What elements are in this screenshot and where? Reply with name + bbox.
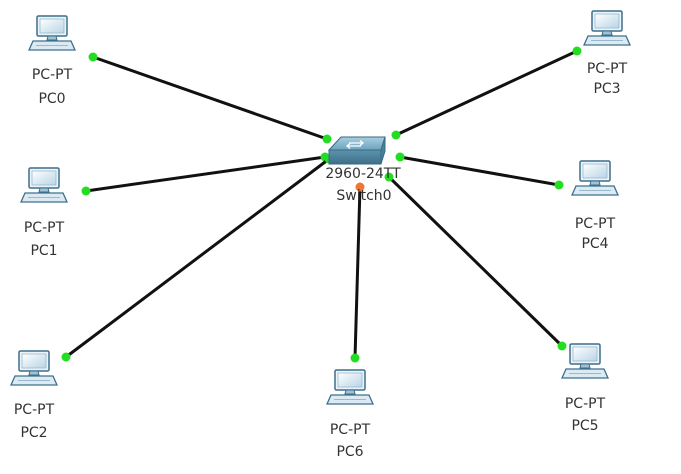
node-pc3[interactable]: PC-PT PC3 xyxy=(583,10,631,97)
link-cable[interactable] xyxy=(353,185,362,360)
pc-icon[interactable] xyxy=(583,10,631,46)
device-model-label: PC-PT xyxy=(565,396,606,412)
device-model-label: PC-PT xyxy=(24,220,65,236)
device-model-label: PC-PT xyxy=(14,402,55,418)
port-status-up-indicator xyxy=(81,186,91,196)
link-cable[interactable] xyxy=(84,155,327,193)
link-cable[interactable] xyxy=(91,55,329,141)
pc-icon[interactable] xyxy=(571,160,619,196)
switch-icon[interactable] xyxy=(328,136,386,165)
port-status-up-indicator xyxy=(391,130,401,140)
node-pc5[interactable]: PC-PT PC5 xyxy=(561,343,609,434)
port-status-up-indicator xyxy=(61,352,71,362)
link-pc0-switch0[interactable] xyxy=(88,52,332,144)
link-pc3-switch0[interactable] xyxy=(391,46,582,140)
device-name-label: PC3 xyxy=(593,81,620,97)
port-status-up-indicator xyxy=(554,180,564,190)
link-pc4-switch0[interactable] xyxy=(395,152,564,190)
pc-icon[interactable] xyxy=(561,343,609,379)
link-cable[interactable] xyxy=(387,175,564,348)
node-pc0[interactable]: PC-PT PC0 xyxy=(28,15,76,107)
device-name-label: PC6 xyxy=(336,444,363,460)
link-pc5-switch0[interactable] xyxy=(384,172,567,351)
device-model-label: PC-PT xyxy=(575,216,616,232)
link-cable[interactable] xyxy=(64,157,331,359)
link-pc1-switch0[interactable] xyxy=(81,152,330,196)
port-status-up-indicator xyxy=(572,46,582,56)
port-status-up-indicator xyxy=(322,134,332,144)
port-status-up-indicator xyxy=(350,353,360,363)
device-name-label: PC0 xyxy=(38,91,65,107)
port-status-up-indicator xyxy=(557,341,567,351)
device-model-label: PC-PT xyxy=(32,67,73,83)
pc-icon[interactable] xyxy=(10,350,58,386)
device-model-label: 2960-24TT xyxy=(325,166,401,182)
device-name-label: PC2 xyxy=(20,425,47,441)
pc-icon[interactable] xyxy=(28,15,76,51)
port-status-up-indicator xyxy=(384,172,394,182)
device-name-label: Switch0 xyxy=(336,188,391,204)
device-name-label: PC5 xyxy=(571,418,598,434)
port-status-up-indicator xyxy=(395,152,405,162)
pc-icon[interactable] xyxy=(326,369,374,405)
device-name-label: PC1 xyxy=(30,243,57,259)
node-switch0[interactable]: 2960-24TT Switch0 xyxy=(325,136,401,204)
node-pc2[interactable]: PC-PT PC2 xyxy=(10,350,58,441)
node-pc1[interactable]: PC-PT PC1 xyxy=(20,167,68,259)
node-pc6[interactable]: PC-PT PC6 xyxy=(326,369,374,460)
device-model-label: PC-PT xyxy=(330,422,371,438)
link-pc2-switch0[interactable] xyxy=(61,154,334,362)
port-status-up-indicator xyxy=(88,52,98,62)
device-name-label: PC4 xyxy=(581,236,608,252)
node-pc4[interactable]: PC-PT PC4 xyxy=(571,160,619,252)
pc-icon[interactable] xyxy=(20,167,68,203)
port-status-down-indicator xyxy=(355,182,365,192)
device-model-label: PC-PT xyxy=(587,61,628,77)
link-cable[interactable] xyxy=(394,49,579,137)
link-pc6-switch0[interactable] xyxy=(350,182,365,363)
link-cable[interactable] xyxy=(398,155,561,187)
